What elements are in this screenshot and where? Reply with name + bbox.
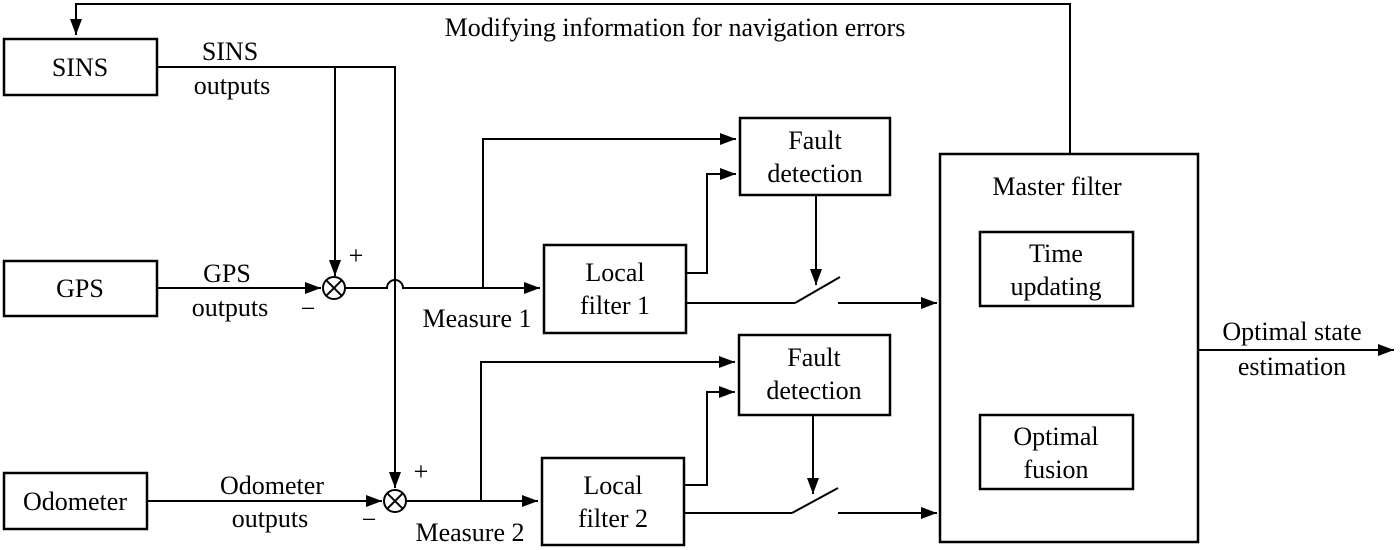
local-filter-1-box — [542, 243, 688, 335]
measure1-line — [346, 279, 540, 294]
odometer-outputs-label-line1: Odometer — [220, 471, 324, 500]
optimal-fusion-label-line1: Optimal — [1013, 422, 1098, 451]
sins-box — [2, 37, 159, 97]
time-updating-box — [978, 230, 1135, 308]
optimal-state-label-line2: estimation — [1238, 352, 1346, 381]
local-filter-2-label-line2: filter 2 — [578, 504, 648, 533]
optimal-state-label-line1: Optimal state — [1222, 317, 1361, 346]
measure2-label: Measure 2 — [415, 518, 524, 547]
diagram-title: Modifying information for navigation err… — [445, 13, 906, 42]
odometer-outputs-label-line2: outputs — [232, 504, 309, 533]
junction1-plus-sign: + — [349, 241, 364, 270]
measure1-to-fault1-line — [482, 133, 736, 288]
fault-detection-1-box — [738, 116, 892, 197]
optimal-fusion-label-line2: fusion — [1024, 455, 1089, 484]
gps-box — [2, 259, 159, 318]
fault-detection-2-label-line1: Fault — [787, 343, 841, 372]
junction2-plus-sign: + — [414, 457, 429, 486]
local-filter-2-label-line1: Local — [583, 471, 642, 500]
gps-outputs-label-line2: outputs — [192, 293, 269, 322]
local-filter-1-label-line2: filter 1 — [580, 291, 650, 320]
feedback-line-modifying-information — [70, 3, 1071, 154]
fault-detection-1-label-line1: Fault — [788, 126, 842, 155]
filter1-to-fault1-line — [686, 168, 736, 274]
local-filter-1-label-line1: Local — [585, 258, 644, 287]
gps-outputs-label-line1: GPS — [203, 259, 251, 288]
measure1-label: Measure 1 — [422, 304, 531, 333]
fault-detection-2-box — [737, 333, 892, 417]
sum-junction-2 — [383, 489, 407, 513]
gps-label: GPS — [56, 274, 104, 303]
junction2-minus-sign: − — [362, 505, 377, 534]
time-updating-label-line2: updating — [1011, 272, 1102, 301]
sins-label: SINS — [52, 53, 108, 82]
odometer-label: Odometer — [23, 487, 127, 516]
optimal-fusion-box — [978, 413, 1135, 491]
sins-outputs-label-line1: SINS — [202, 37, 258, 66]
fault-detection-2-label-line2: detection — [766, 376, 861, 405]
sins-outputs-label-line2: outputs — [194, 71, 271, 100]
odometer-box — [2, 471, 149, 531]
fault-detection-1-label-line2: detection — [767, 159, 862, 188]
junction1-minus-sign: − — [301, 294, 316, 323]
switch2-blade — [791, 487, 839, 514]
sum-junction-1 — [322, 276, 346, 300]
local-filter-2-box — [540, 456, 686, 547]
time-updating-label-line1: Time — [1029, 239, 1083, 268]
filter2-to-fault2-line — [684, 386, 735, 486]
sins-output-line — [158, 66, 401, 488]
switch1-blade — [794, 276, 841, 304]
master-filter-label: Master filter — [992, 172, 1122, 201]
measure2-to-fault2-line — [480, 356, 735, 501]
